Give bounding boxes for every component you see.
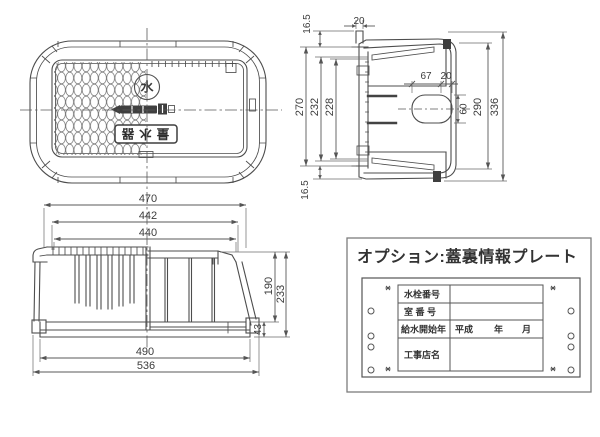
section-stud-top	[443, 39, 451, 49]
info-plate: 水栓番号 室 番 号 給水開始年 工事店名 平成 年 月	[361, 277, 581, 378]
dim-label-bottom-overall: 536	[137, 360, 155, 372]
dimension-top-inner: 440	[53, 227, 237, 252]
dimension-top-mid: 442	[51, 210, 239, 252]
plate-month-suffix: 月	[521, 325, 531, 335]
dim-label-inner-a: 232	[309, 98, 321, 116]
lid-rib-ticks	[151, 61, 233, 67]
dim-label-hole-side: 20	[440, 71, 452, 82]
dim-label-overall-height: 336	[489, 98, 501, 116]
rivet-marks	[385, 285, 556, 372]
dimension-base-height: 43	[250, 321, 290, 338]
plate-row-label-1: 室 番 号	[404, 306, 436, 317]
dim-label-top-lip: 16.5	[302, 14, 313, 34]
plate-table	[397, 284, 544, 372]
dim-label-hole-height: 60	[459, 103, 470, 115]
section-body	[351, 30, 457, 180]
dim-label-inner-depth: 190	[263, 277, 275, 295]
dim-label-body-height: 290	[472, 98, 484, 116]
dim-label-hole-width: 67	[420, 71, 432, 82]
dimension-hole: 67 20	[404, 71, 458, 93]
bottom-latch-detail	[138, 151, 154, 158]
section-stud-bottom	[433, 171, 441, 182]
outer-frame	[29, 40, 267, 184]
side-body	[31, 246, 260, 338]
dimension-bottom-lip: 16.5	[300, 165, 362, 200]
dimension-top-lip: 16.5	[300, 14, 357, 48]
water-mark-symbol: 水	[140, 80, 154, 95]
dim-label-bottom-lip: 16.5	[300, 180, 311, 200]
hinge-notch	[225, 63, 237, 73]
lock-handle	[111, 103, 175, 115]
option-panel: オプション:蓋裏情報プレート 水栓番号 室 番 号 給水開始年 工事店名 平成 …	[346, 237, 592, 393]
plate-row-label-2: 給水開始年	[401, 324, 446, 335]
frame-rim	[36, 46, 260, 178]
dim-label-top-inner: 440	[139, 227, 157, 239]
plate-row-label-0: 水栓番号	[404, 289, 440, 300]
rim-ticks	[30, 41, 266, 183]
dimension-opening-height: 270	[294, 47, 356, 167]
dim-label-bottom-inner: 490	[136, 346, 154, 358]
dim-label-stud-width: 20	[353, 16, 365, 27]
dim-label-base-height: 43	[253, 324, 264, 336]
dim-label-top-overall: 470	[139, 193, 157, 205]
side-view: 470 442 440 490 536 43	[31, 193, 290, 376]
dimension-bottom-overall: 536	[32, 335, 260, 376]
dim-label-inner-b: 228	[324, 98, 336, 116]
dimension-inner-depth: 190	[220, 251, 290, 322]
dimension-top-overall: 470	[43, 193, 247, 248]
panel-title: オプション:蓋裏情報プレート	[357, 247, 577, 266]
dimension-inner-a: 232	[309, 56, 368, 162]
plate-era-value: 平成	[455, 324, 473, 335]
plate-year-suffix: 年	[494, 324, 503, 335]
dimension-bottom-inner: 490	[39, 339, 251, 362]
dimension-body-height: 290	[455, 42, 492, 170]
screw-holes	[367, 307, 575, 374]
plan-view: 水 量水器	[20, 28, 282, 353]
section-view: 20 16.5 270 232 228 16.5	[294, 14, 507, 200]
dimension-overall-height: 336	[444, 31, 507, 182]
dimension-hole-height: 60	[454, 94, 470, 124]
dim-label-overall-depth: 233	[275, 285, 287, 303]
meter-label: 量水器	[117, 127, 170, 142]
meter-label-plate: 量水器	[114, 124, 178, 144]
plate-row-label-3: 工事店名	[404, 349, 440, 360]
lid-outline	[51, 59, 248, 158]
dimension-inner-b: 228	[324, 58, 368, 160]
dimension-overall-depth: 233	[275, 252, 289, 337]
dim-label-top-mid: 442	[139, 210, 157, 222]
edge-latch-detail	[249, 98, 256, 112]
dim-label-opening: 270	[294, 98, 306, 116]
dimension-stud-width: 20	[344, 16, 375, 29]
